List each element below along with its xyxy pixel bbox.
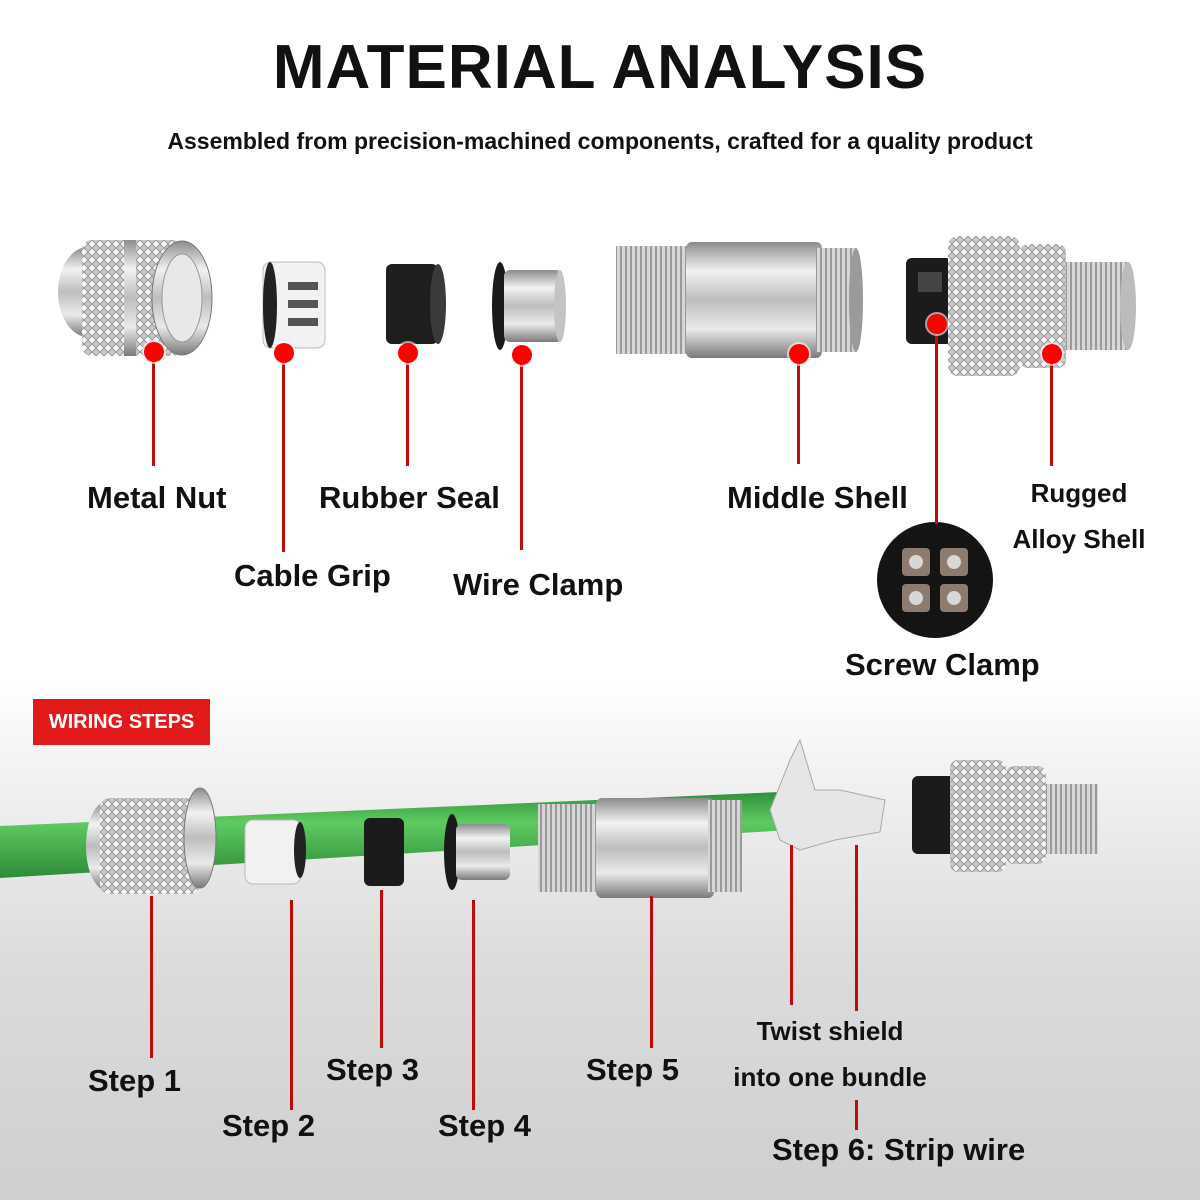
label-step3: Step 3 (326, 1052, 420, 1087)
metal-nut-image (58, 240, 213, 356)
label-rugged-alloy-shell: Rugged Alloy Shell (990, 470, 1168, 562)
label-twist-line2: into one bundle (733, 1062, 927, 1092)
label-metal-nut: Metal Nut (87, 480, 227, 515)
page-subtitle: Assembled from precision-machined compon… (167, 128, 1033, 154)
wire-clamp-marker (512, 345, 532, 365)
alloy-shell-image (906, 236, 1136, 376)
label-rugged-line1: Rugged (1030, 478, 1128, 508)
step3-leader (380, 890, 383, 1048)
rubber-seal-marker (398, 343, 418, 363)
middle-shell-image (616, 242, 863, 358)
strip-wire-leader-top (855, 845, 858, 1011)
label-twist-shield: Twist shield into one bundle (720, 1008, 940, 1100)
step5-leader (650, 896, 653, 1048)
screw-clamp-marker (927, 314, 947, 334)
wiring-steps-badge: WIRING STEPS (33, 699, 210, 745)
cable-grip-image (262, 261, 326, 349)
label-screw-clamp: Screw Clamp (845, 647, 1040, 682)
label-step4: Step 4 (438, 1108, 532, 1143)
cable-grip-leader (282, 354, 285, 552)
metal-nut-leader (152, 354, 155, 466)
label-step5: Step 5 (586, 1052, 680, 1087)
cable-assembly-image (0, 738, 1098, 898)
step2-leader (290, 900, 293, 1110)
label-rugged-line2: Alloy Shell (1012, 524, 1146, 554)
page-title: MATERIAL ANALYSIS (272, 33, 928, 102)
wire-clamp-image (492, 262, 566, 350)
twist-shield-leader (790, 845, 793, 1005)
label-middle-shell: Middle Shell (727, 480, 908, 515)
middle-shell-marker (789, 344, 809, 364)
label-wire-clamp: Wire Clamp (453, 567, 624, 602)
strip-wire-leader-bottom (855, 1100, 858, 1130)
screw-clamp-image (877, 522, 993, 638)
label-cable-grip: Cable Grip (234, 558, 391, 593)
step4-leader (472, 900, 475, 1110)
label-step1: Step 1 (88, 1063, 182, 1098)
alloy-shell-marker (1042, 344, 1062, 364)
wire-clamp-leader (520, 356, 523, 550)
rubber-seal-leader (406, 354, 409, 466)
rubber-seal-image (386, 264, 446, 344)
label-twist-line1: Twist shield (756, 1016, 904, 1046)
metal-nut-marker (144, 342, 164, 362)
step1-leader (150, 896, 153, 1058)
label-step6: Step 6: Strip wire (772, 1132, 1026, 1167)
screw-clamp-leader (935, 330, 938, 524)
middle-shell-leader (797, 356, 800, 464)
cable-grip-marker (274, 343, 294, 363)
alloy-shell-leader (1050, 358, 1053, 466)
label-step2: Step 2 (222, 1108, 316, 1143)
label-rubber-seal: Rubber Seal (319, 480, 500, 515)
